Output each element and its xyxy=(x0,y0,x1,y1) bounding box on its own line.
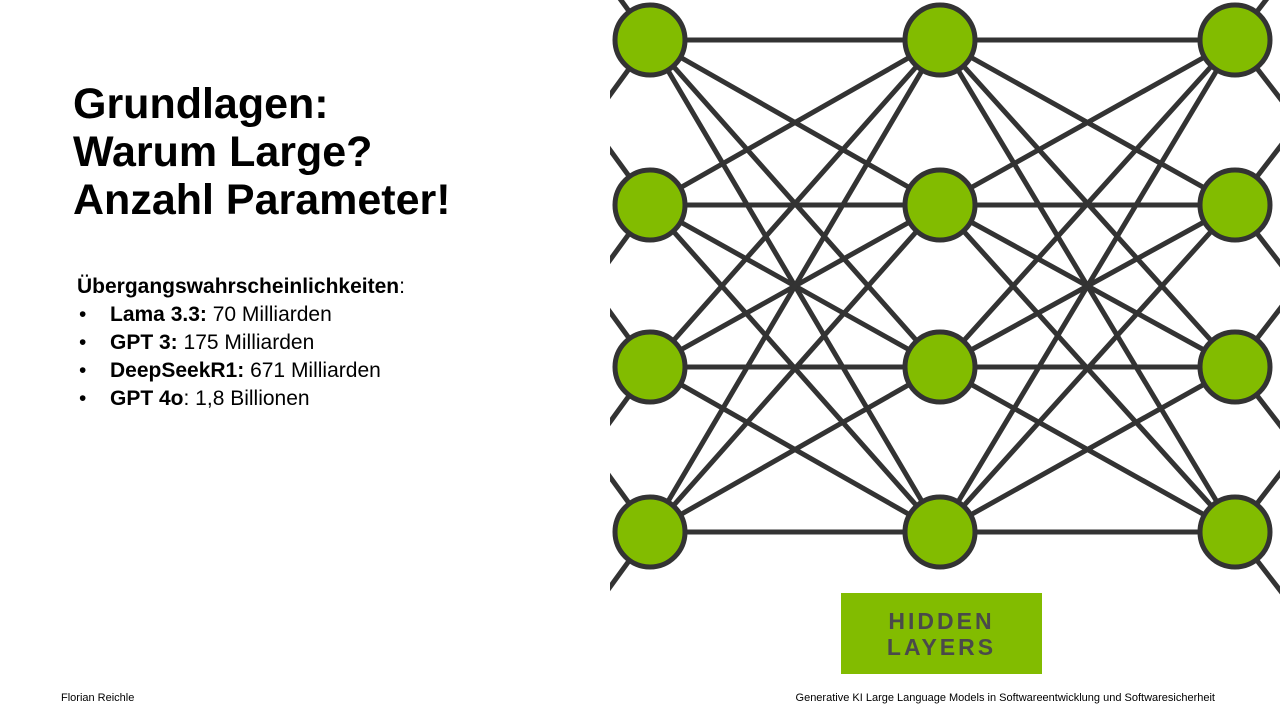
network-edge xyxy=(938,38,1237,369)
item-term: GPT 3: xyxy=(110,331,178,354)
list-item: • Lama 3.3: 70 Milliarden xyxy=(77,301,405,329)
slide-body: Übergangswahrscheinlichkeiten: • Lama 3.3… xyxy=(77,273,405,413)
slide-title: Grundlagen: Warum Large? Anzahl Paramete… xyxy=(73,80,451,224)
bullet-icon: • xyxy=(79,331,87,354)
heading-colon: : xyxy=(399,275,405,298)
item-value: 70 Milliarden xyxy=(206,303,332,326)
body-heading: Übergangswahrscheinlichkeiten: xyxy=(77,273,405,301)
network-node xyxy=(902,329,978,405)
network-node xyxy=(902,494,978,570)
title-line-3: Anzahl Parameter! xyxy=(73,176,451,224)
network-node xyxy=(1197,167,1273,243)
parameter-list: • Lama 3.3: 70 Milliarden • GPT 3: 175 Mil… xyxy=(77,301,405,413)
network-edge xyxy=(647,38,943,534)
network-edge xyxy=(938,203,1237,534)
list-item: • DeepSeekR1: 671 Milliarden xyxy=(77,357,405,385)
network-node xyxy=(1197,494,1273,570)
item-term: Lama 3.3: xyxy=(110,303,207,326)
item-term: GPT 4o xyxy=(110,387,184,410)
list-item: • GPT 3: 175 Milliarden xyxy=(77,329,405,357)
network-node xyxy=(612,167,688,243)
heading-text: Übergangswahrscheinlichkeiten xyxy=(77,275,400,298)
network-edge xyxy=(938,364,1237,535)
network-node xyxy=(1197,329,1273,405)
footer-course: Generative KI Large Language Models in S… xyxy=(795,692,1215,704)
network-node xyxy=(612,494,688,570)
logo-line-2: LAYERS xyxy=(886,633,997,660)
network-edge xyxy=(648,203,942,534)
item-value: 175 Milliarden xyxy=(177,331,315,354)
network-edge xyxy=(937,38,1238,534)
neural-network-illustration xyxy=(610,0,1280,595)
item-value: 671 Milliarden xyxy=(244,359,381,382)
title-line-2: Warum Large? xyxy=(73,128,373,176)
network-node xyxy=(902,167,978,243)
bullet-icon: • xyxy=(79,303,87,326)
list-item: • GPT 4o: 1,8 Billionen xyxy=(77,385,405,413)
network-node xyxy=(612,329,688,405)
network-nodes xyxy=(612,2,1273,570)
bullet-icon: • xyxy=(79,387,87,410)
hidden-layers-logo: HIDDEN LAYERS xyxy=(841,593,1042,674)
network-node xyxy=(902,2,978,78)
footer-author: Florian Reichle xyxy=(61,692,135,704)
network-node xyxy=(1197,2,1273,78)
bullet-icon: • xyxy=(79,359,87,382)
network-edge xyxy=(938,37,1237,208)
item-term: DeepSeekR1: xyxy=(110,359,245,382)
title-line-1: Grundlagen: xyxy=(73,80,329,128)
network-node xyxy=(612,2,688,78)
network-edge xyxy=(648,38,942,369)
network-edge xyxy=(648,364,942,535)
logo-line-1: HIDDEN xyxy=(888,607,995,634)
network-edge xyxy=(648,37,942,208)
item-value: : 1,8 Billionen xyxy=(183,387,310,410)
